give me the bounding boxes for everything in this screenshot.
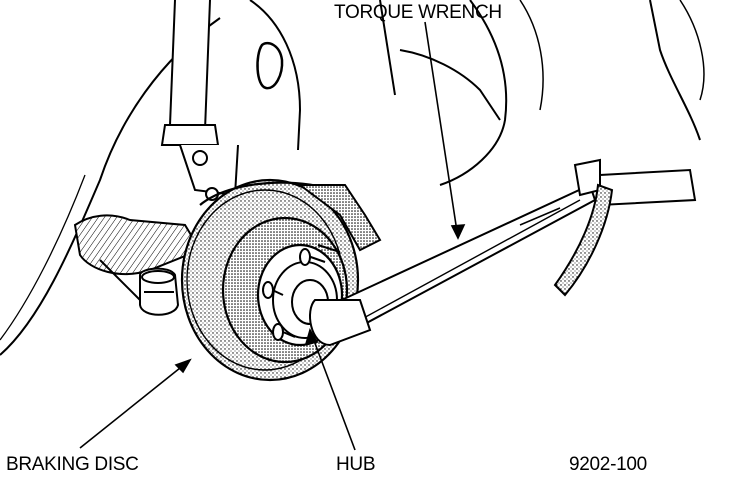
control-arm [73, 214, 202, 316]
braking-disc-arrowhead [174, 358, 192, 374]
braking-disc-leader [79, 359, 191, 449]
torque-wrench-leader [424, 21, 459, 239]
wheel-well [0, 0, 705, 356]
strut [160, 0, 239, 201]
hub-label: HUB [336, 454, 376, 475]
torque-wrench [309, 158, 697, 347]
torque-wrench-arrowhead [450, 224, 466, 240]
figure-number: 9202-100 [569, 454, 647, 475]
torque-wrench-label: TORQUE WRENCH [334, 2, 502, 23]
hub-leader [309, 329, 356, 451]
hub-arrowhead [304, 327, 319, 346]
braking-disc-label: BRAKING DISC [6, 454, 139, 475]
caliper [297, 184, 382, 252]
leader-lines [79, 21, 466, 451]
